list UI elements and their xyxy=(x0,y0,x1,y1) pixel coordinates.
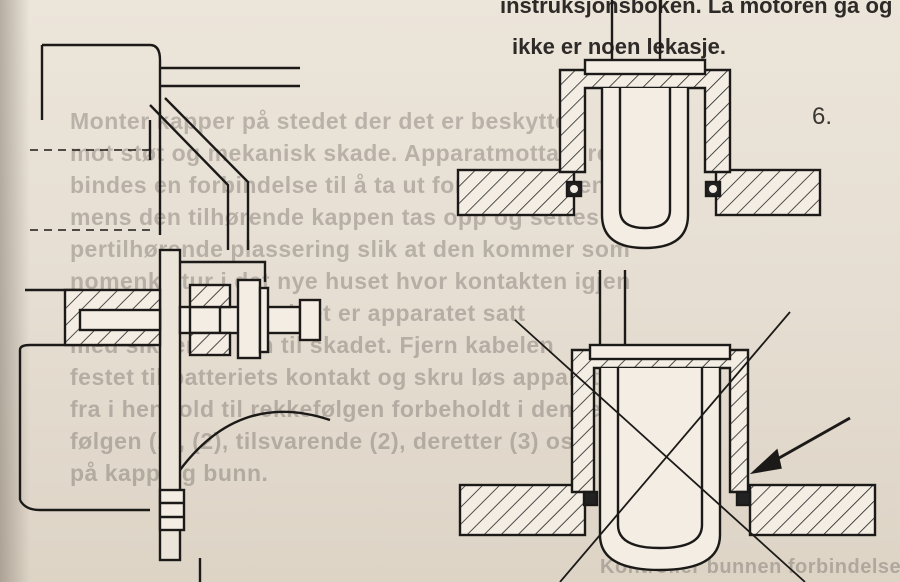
cross-line-a xyxy=(514,319,806,582)
bleed-text-line: Monter kapper på stedet der det er besky… xyxy=(70,108,577,134)
protective-cap xyxy=(558,68,732,174)
step-number: 6. xyxy=(812,103,833,130)
bracket-wire xyxy=(149,104,230,250)
spacer-bottom xyxy=(188,331,232,357)
indicator-arrow xyxy=(771,416,851,464)
correct-installation-drawing xyxy=(456,0,822,250)
u-tube xyxy=(600,88,690,250)
protective-cap xyxy=(570,348,750,494)
instruction-text-line-2: ikke er noen lekasje. xyxy=(512,34,727,59)
nut xyxy=(236,278,262,360)
spacer-top xyxy=(188,283,232,309)
left-mounting-drawing xyxy=(18,43,331,582)
u-tube xyxy=(598,368,722,572)
base-plate-left xyxy=(458,483,587,537)
incorrect-installation-drawing xyxy=(458,270,877,582)
base-plate-right xyxy=(748,483,877,537)
mounting-plate xyxy=(158,248,182,562)
o-ring-right xyxy=(735,490,752,507)
o-ring-left xyxy=(582,490,599,507)
washer xyxy=(258,286,270,354)
bolt-head xyxy=(298,298,322,342)
lower-nut xyxy=(158,488,186,532)
base-plate-right xyxy=(714,168,822,217)
engine-housing-outline xyxy=(42,43,162,235)
cross-line-b xyxy=(559,311,791,582)
bleed-text-line: følgen (1), (2), tilsvarende (2), derett… xyxy=(70,428,593,454)
base-plate-left xyxy=(456,168,576,217)
instruction-text-line-1: instruksjonsboken. La motoren gå og kont… xyxy=(500,0,900,18)
